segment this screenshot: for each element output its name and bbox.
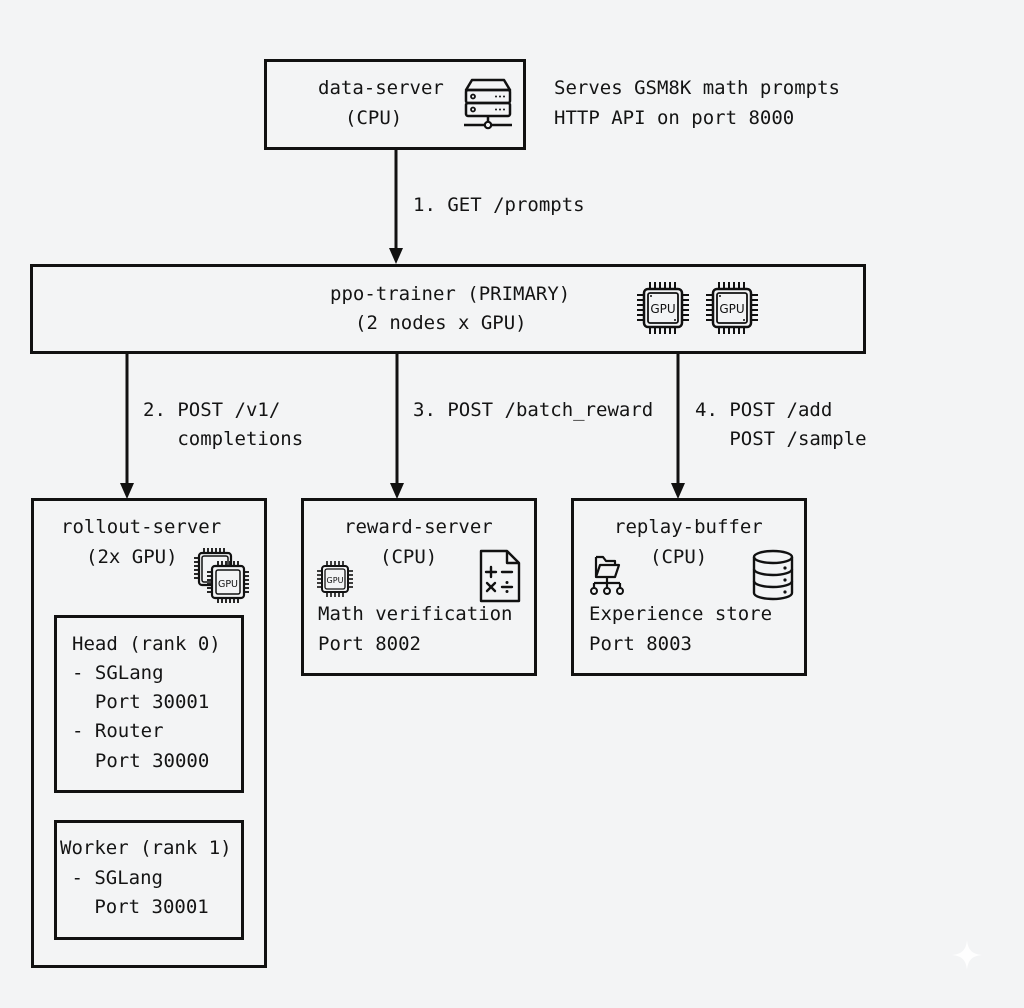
edge-1-arrow (389, 149, 403, 264)
data-server-title: data-server (318, 77, 444, 99)
rollout-head-line3: - Router (72, 720, 164, 742)
folder-network-icon (590, 555, 624, 595)
edge-4-label-line2: POST /sample (695, 428, 867, 450)
rollout-worker-node (54, 820, 244, 940)
edge-2-label-line1: 2. POST /v1/ (143, 399, 281, 421)
gpu-chip-icon: GPU (706, 282, 758, 334)
rollout-worker-line2: Port 30001 (60, 896, 209, 918)
data-server-node (264, 59, 526, 150)
database-icon (752, 549, 794, 601)
server-icon (464, 78, 512, 130)
reward-server-title: reward-server (344, 516, 493, 538)
rollout-server-subtitle: (2x GPU) (86, 546, 178, 568)
replay-buffer-subtitle: (CPU) (650, 546, 708, 568)
ppo-trainer-title: ppo-trainer (PRIMARY) (330, 283, 571, 305)
ppo-trainer-subtitle: (2 nodes x GPU) (355, 312, 527, 334)
calculator-document-icon (479, 549, 521, 603)
stacked-gpu-icon: GPU (194, 548, 249, 603)
rollout-head-node (54, 615, 244, 793)
replay-buffer-title: replay-buffer (614, 516, 763, 538)
rollout-worker-line1: - SGLang (60, 867, 163, 889)
reward-server-line2: Port 8002 (318, 633, 421, 655)
edge-4-arrow (671, 353, 685, 499)
gpu-chip-icon: GPU (637, 282, 689, 334)
edge-4-label-line1: 4. POST /add (695, 399, 833, 421)
reward-server-line1: Math verification (318, 603, 513, 625)
rollout-head-line2: Port 30001 (72, 691, 210, 713)
edge-3-arrow (390, 353, 404, 499)
gpu-chip-icon: GPU (317, 561, 353, 597)
edge-3-label: 3. POST /batch_reward (413, 399, 654, 421)
replay-buffer-line1: Experience store (589, 603, 773, 625)
gpu-chip-label: GPU (719, 302, 744, 316)
rollout-head-line4: Port 30000 (72, 750, 210, 772)
replay-buffer-line2: Port 8003 (589, 633, 692, 655)
rollout-worker-title: Worker (rank 1) (60, 837, 232, 859)
data-server-note-line2: HTTP API on port 8000 (554, 107, 795, 129)
edge-2-arrow (120, 353, 134, 499)
rollout-server-title: rollout-server (61, 516, 222, 538)
gpu-chip-label: GPU (327, 576, 344, 585)
reward-server-subtitle: (CPU) (380, 546, 438, 568)
gpu-chip-label: GPU (218, 579, 238, 590)
gpu-chip-label: GPU (650, 302, 675, 316)
data-server-subtitle: (CPU) (345, 107, 403, 129)
rollout-head-line1: - SGLang (72, 662, 164, 684)
data-server-note-line1: Serves GSM8K math prompts (554, 77, 840, 99)
sparkle-watermark-icon (952, 940, 982, 970)
edge-1-label: 1. GET /prompts (413, 194, 585, 216)
edge-2-label-line2: completions (143, 428, 304, 450)
rollout-head-title: Head (rank 0) (72, 633, 221, 655)
